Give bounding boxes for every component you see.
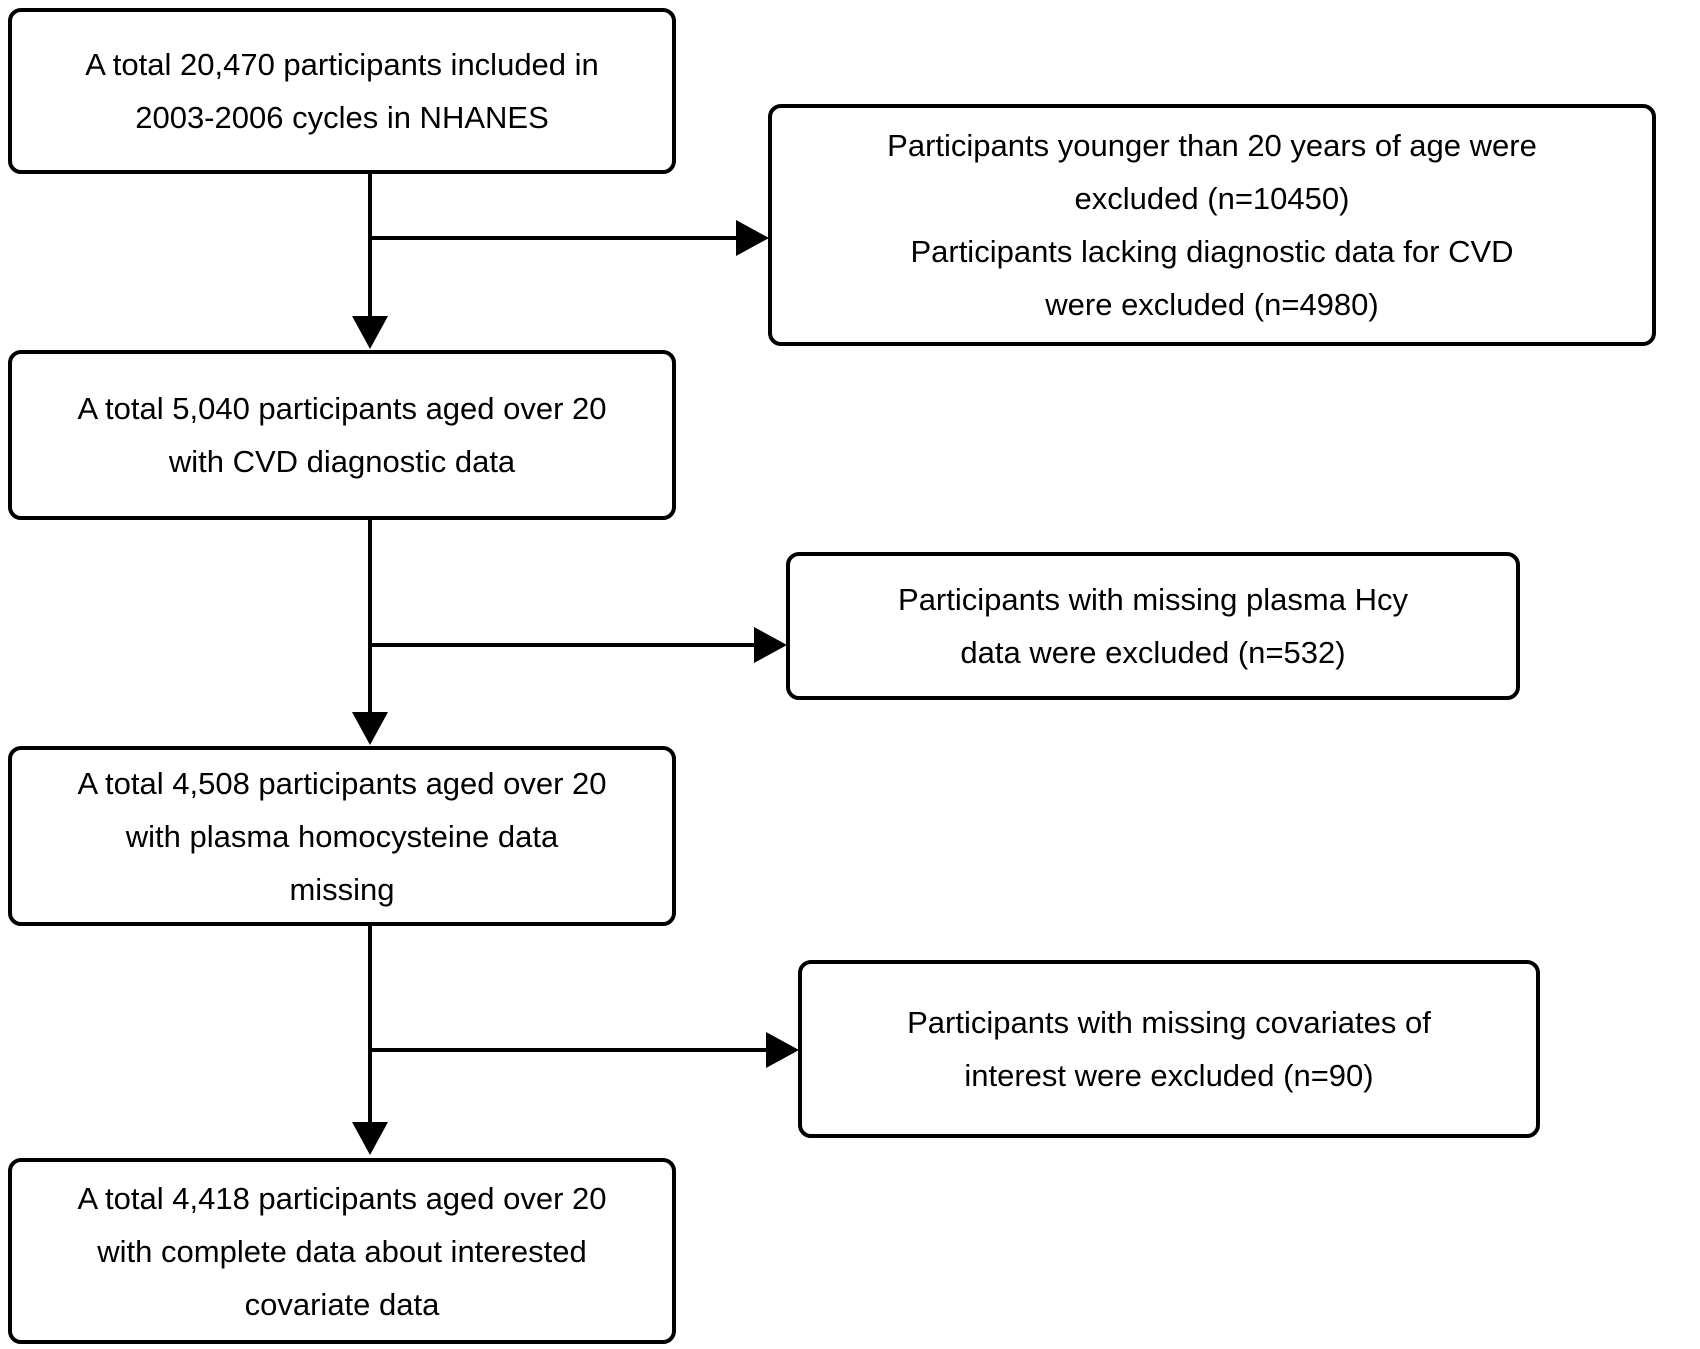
exclusion-box-age-cvd: Participants younger than 20 years of ag… (768, 104, 1656, 346)
box-text-line: with complete data about interested (97, 1233, 587, 1269)
flow-box-nhanes-total: A total 20,470 participants included in … (8, 8, 676, 174)
box-text-line: excluded (n=10450) (1074, 181, 1350, 216)
box-text-line: with CVD diagnostic data (168, 444, 516, 479)
arrow-to-exclusion-age-cvd (368, 220, 769, 256)
arrow-hcy-to-final (352, 923, 388, 1155)
arrow-nhanes-to-cvd (352, 172, 388, 349)
exclusion-box-hcy: Participants with missing plasma Hcy dat… (786, 552, 1520, 700)
box-text-line: covariate data (244, 1286, 440, 1322)
arrow-cvd-to-hcy (352, 518, 388, 745)
box-text-line: A total 5,040 participants aged over 20 (77, 391, 607, 426)
box-text-line: 2003-2006 cycles in NHANES (135, 100, 549, 135)
flow-box-cvd-diagnostic: A total 5,040 participants aged over 20 … (8, 350, 676, 520)
box-text-line: Participants lacking diagnostic data for… (910, 234, 1514, 269)
flow-box-final-sample: A total 4,418 participants aged over 20 … (8, 1158, 676, 1344)
arrow-to-exclusion-hcy (368, 627, 787, 663)
box-text-line: Participants younger than 20 years of ag… (887, 128, 1537, 163)
box-text-line: A total 20,470 participants included in (85, 47, 599, 82)
box-text-line: data were excluded (n=532) (960, 635, 1346, 670)
box-text-line: Participants with missing covariates of (907, 1005, 1431, 1040)
box-text-line: were excluded (n=4980) (1045, 287, 1379, 322)
box-text-line: Participants with missing plasma Hcy (898, 582, 1408, 617)
box-text-line: interest were excluded (n=90) (964, 1058, 1374, 1093)
arrow-to-exclusion-covariates (368, 1032, 799, 1068)
flow-box-hcy-data: A total 4,508 participants aged over 20 … (8, 746, 676, 926)
box-text-line: A total 4,418 participants aged over 20 (77, 1180, 607, 1216)
exclusion-box-covariates: Participants with missing covariates of … (798, 960, 1540, 1138)
box-text-line: A total 4,508 participants aged over 20 (77, 765, 607, 801)
box-text-line: with plasma homocysteine data (125, 818, 559, 854)
box-text-line: missing (289, 871, 395, 907)
